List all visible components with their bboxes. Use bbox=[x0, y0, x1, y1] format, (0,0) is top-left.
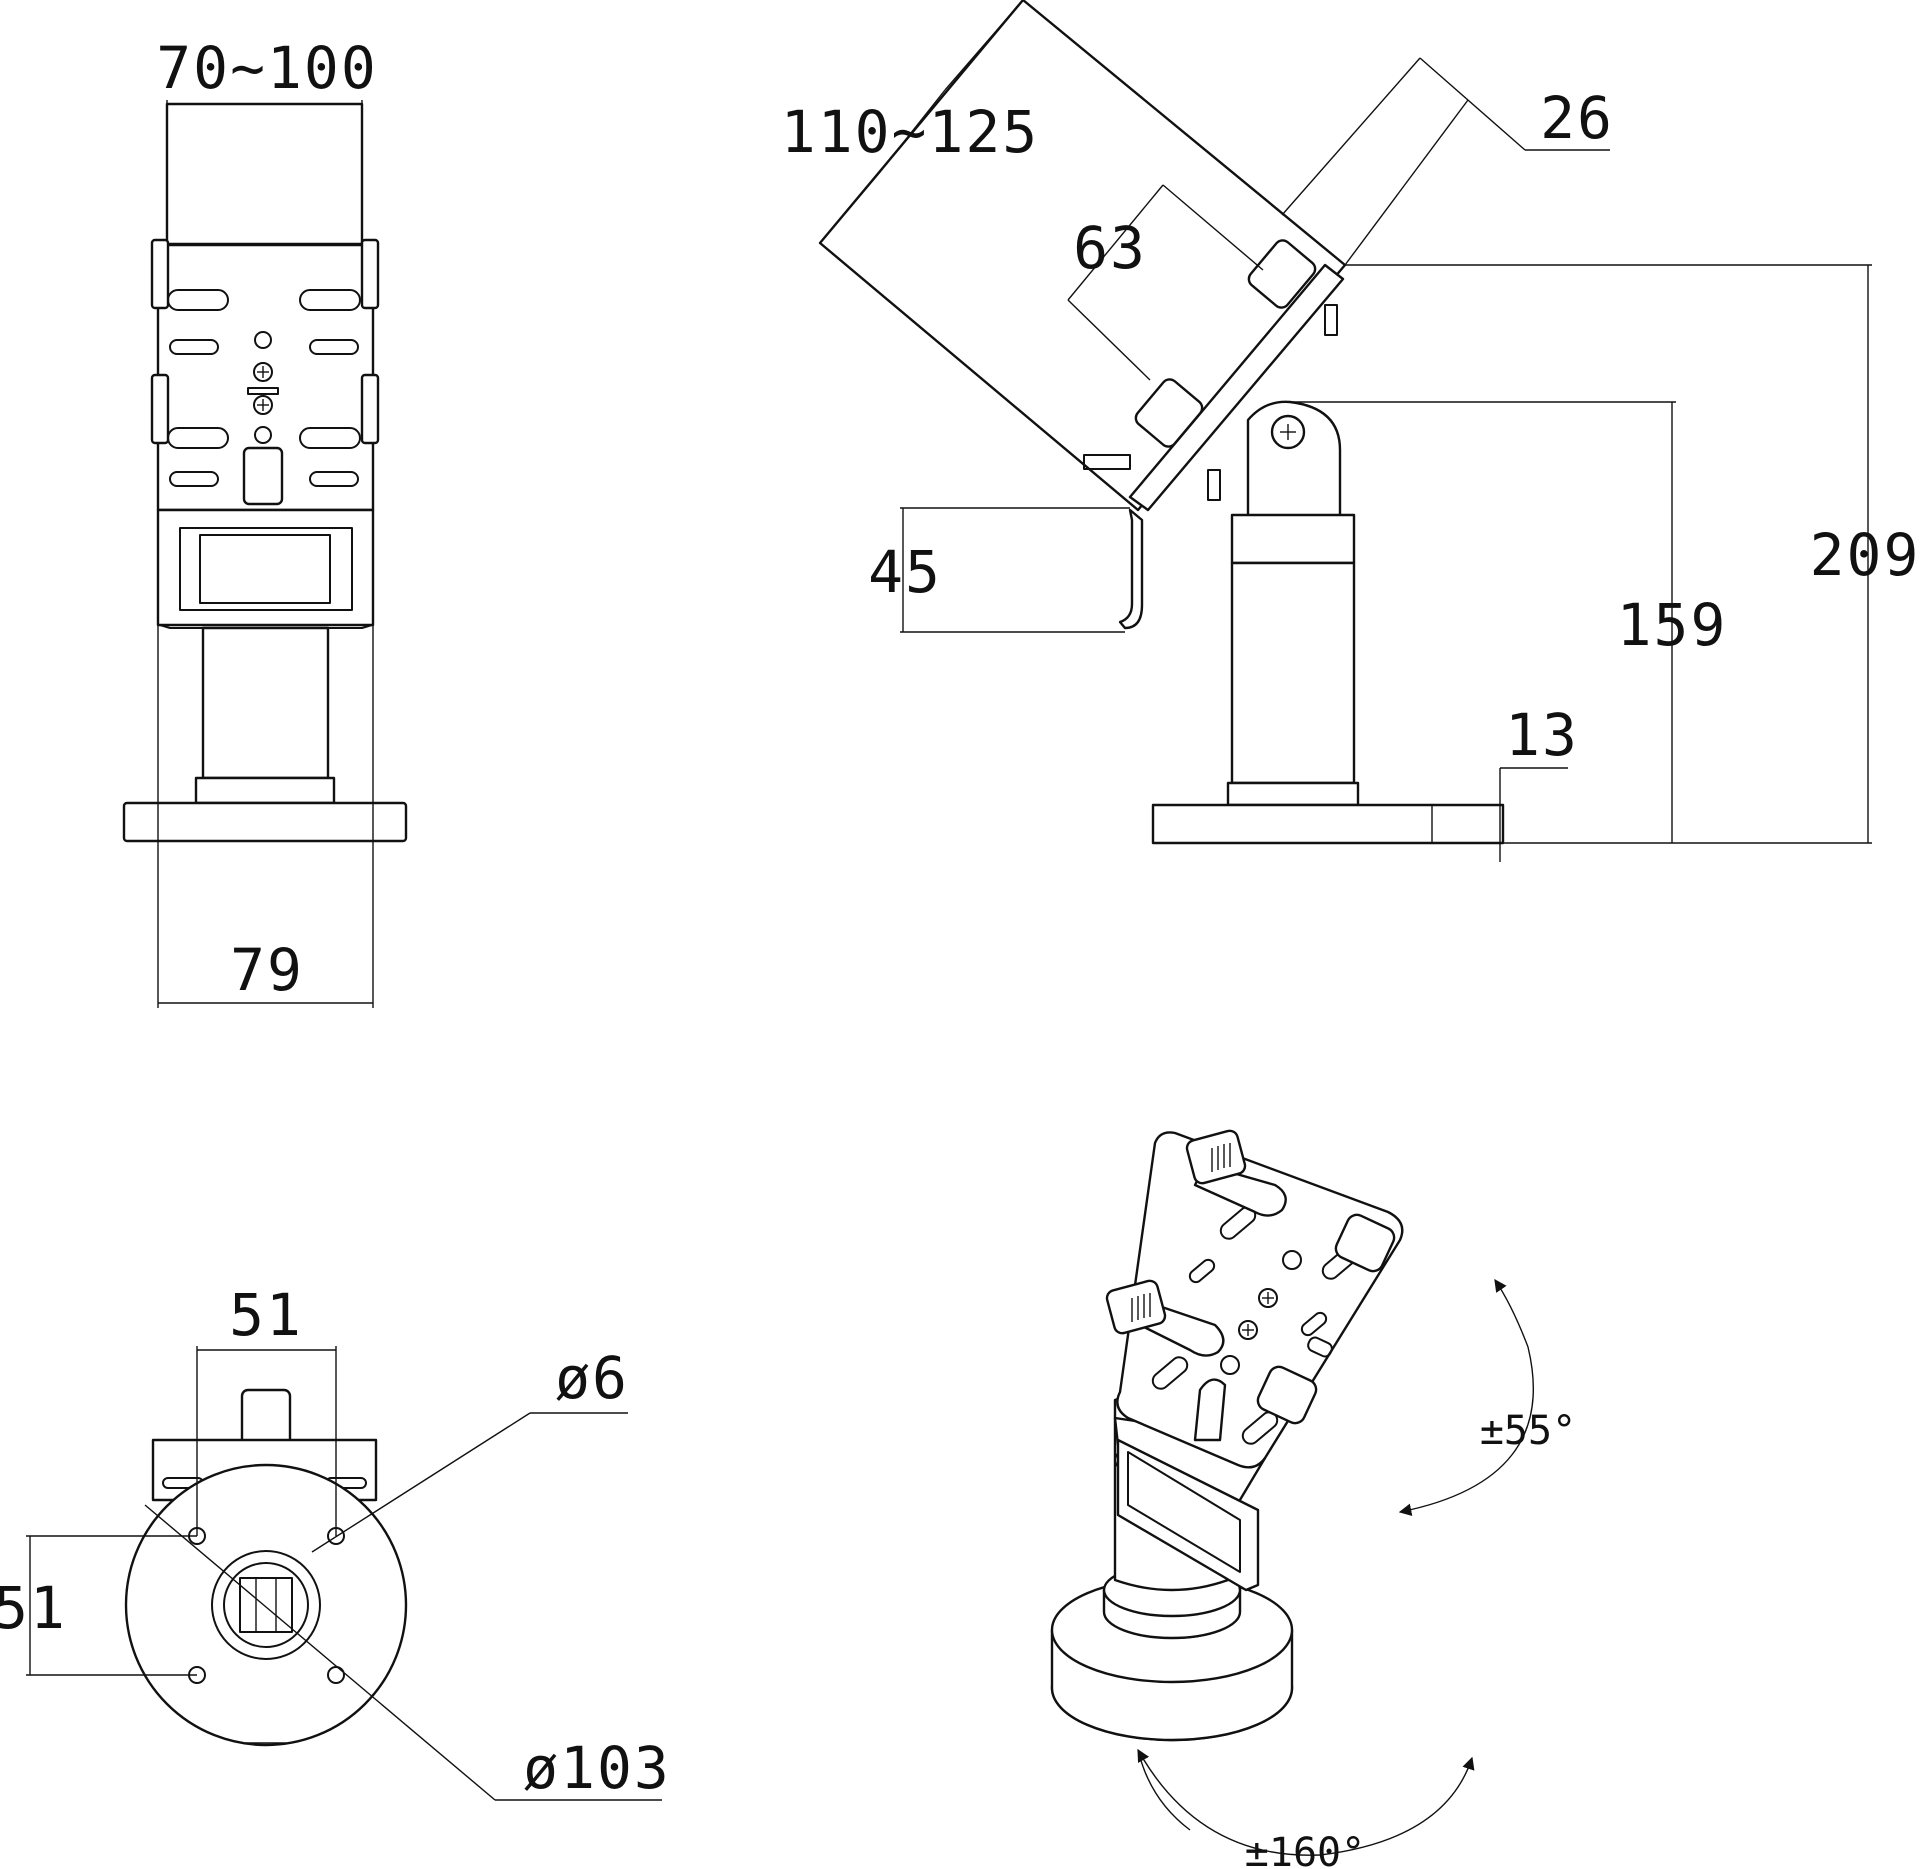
front-center-clamp bbox=[242, 446, 284, 506]
bottom-hole-bottom-right bbox=[327, 1666, 345, 1684]
iso-swivel-label: ±160° bbox=[1245, 1830, 1365, 1869]
side-base-height-dimension: 13 bbox=[1499, 701, 1579, 862]
bottom-view: 51 51 ø6 ø103 bbox=[0, 1281, 671, 1802]
bottom-base-disc bbox=[124, 1463, 408, 1747]
front-clamp-left-top bbox=[150, 238, 170, 310]
side-length-range-dimension: 110~125 bbox=[781, 0, 1039, 244]
side-lip bbox=[1118, 508, 1144, 630]
side-pivot-height-dimension: 159 bbox=[1290, 401, 1728, 843]
bottom-base-diameter-label: ø103 bbox=[523, 1734, 671, 1802]
front-device-plate bbox=[165, 102, 364, 246]
iso-tilt-label: ±55° bbox=[1480, 1408, 1576, 1454]
bottom-hole-diameter-callout: ø6 bbox=[311, 1344, 629, 1553]
front-base-width-label: 79 bbox=[230, 936, 304, 1004]
bottom-hole-spacing-y-label: 51 bbox=[0, 1574, 67, 1642]
bottom-center-clamp bbox=[240, 1388, 292, 1447]
side-base-height-label: 13 bbox=[1505, 701, 1579, 769]
side-view: 110~125 26 63 45 209 bbox=[781, 0, 1920, 862]
front-pole bbox=[201, 626, 330, 780]
side-holder-dimension: 63 bbox=[1067, 184, 1264, 381]
side-lip-label: 45 bbox=[868, 538, 942, 606]
bottom-hole-spacing-x-dimension: 51 bbox=[196, 1281, 337, 1536]
front-base bbox=[122, 801, 408, 843]
front-clamp-right-top bbox=[360, 238, 380, 310]
bottom-hole-spacing-y-dimension: 51 bbox=[0, 1535, 197, 1676]
side-clamp-top bbox=[1247, 239, 1317, 309]
iso-tilt-indicator: ±55° bbox=[1398, 1278, 1576, 1516]
front-width-range-dimension: 70~100 bbox=[156, 34, 378, 245]
iso-clamp-right-bottom bbox=[1256, 1365, 1318, 1425]
side-base bbox=[1151, 803, 1505, 845]
front-clamp-left-bottom bbox=[150, 373, 170, 445]
front-pole-collar bbox=[194, 776, 336, 805]
side-depth-dimension: 26 bbox=[1281, 57, 1614, 266]
front-clamp-right-bottom bbox=[360, 373, 380, 445]
iso-tab-bottom bbox=[1193, 1378, 1227, 1442]
side-length-range-label: 110~125 bbox=[781, 98, 1039, 166]
iso-swivel-indicator: ±160° bbox=[1137, 1748, 1475, 1869]
front-bracket-lower bbox=[156, 508, 375, 627]
side-clamp-bottom bbox=[1134, 378, 1204, 448]
front-base-width-dimension: 79 bbox=[157, 625, 374, 1008]
bottom-base-diameter-callout: ø103 bbox=[144, 1504, 671, 1802]
side-total-height-dimension: 209 bbox=[1345, 264, 1920, 844]
side-holder-label: 63 bbox=[1073, 214, 1147, 282]
bottom-hole-diameter-label: ø6 bbox=[555, 1344, 629, 1412]
side-pole-collar bbox=[1226, 781, 1360, 807]
side-total-height-label: 209 bbox=[1810, 521, 1920, 589]
side-lip-dimension: 45 bbox=[868, 507, 1130, 633]
bottom-hole-spacing-x-label: 51 bbox=[229, 1281, 303, 1349]
iso-clamp-right-top bbox=[1334, 1213, 1396, 1273]
side-pivot-height-label: 159 bbox=[1617, 591, 1728, 659]
iso-view: ±55° ±160° bbox=[1050, 1129, 1576, 1869]
front-view: 70~100 bbox=[122, 34, 408, 1008]
front-width-range-label: 70~100 bbox=[156, 34, 378, 102]
side-pole-upper bbox=[1230, 513, 1356, 565]
side-pole bbox=[1230, 561, 1356, 785]
side-depth-label: 26 bbox=[1540, 84, 1614, 152]
